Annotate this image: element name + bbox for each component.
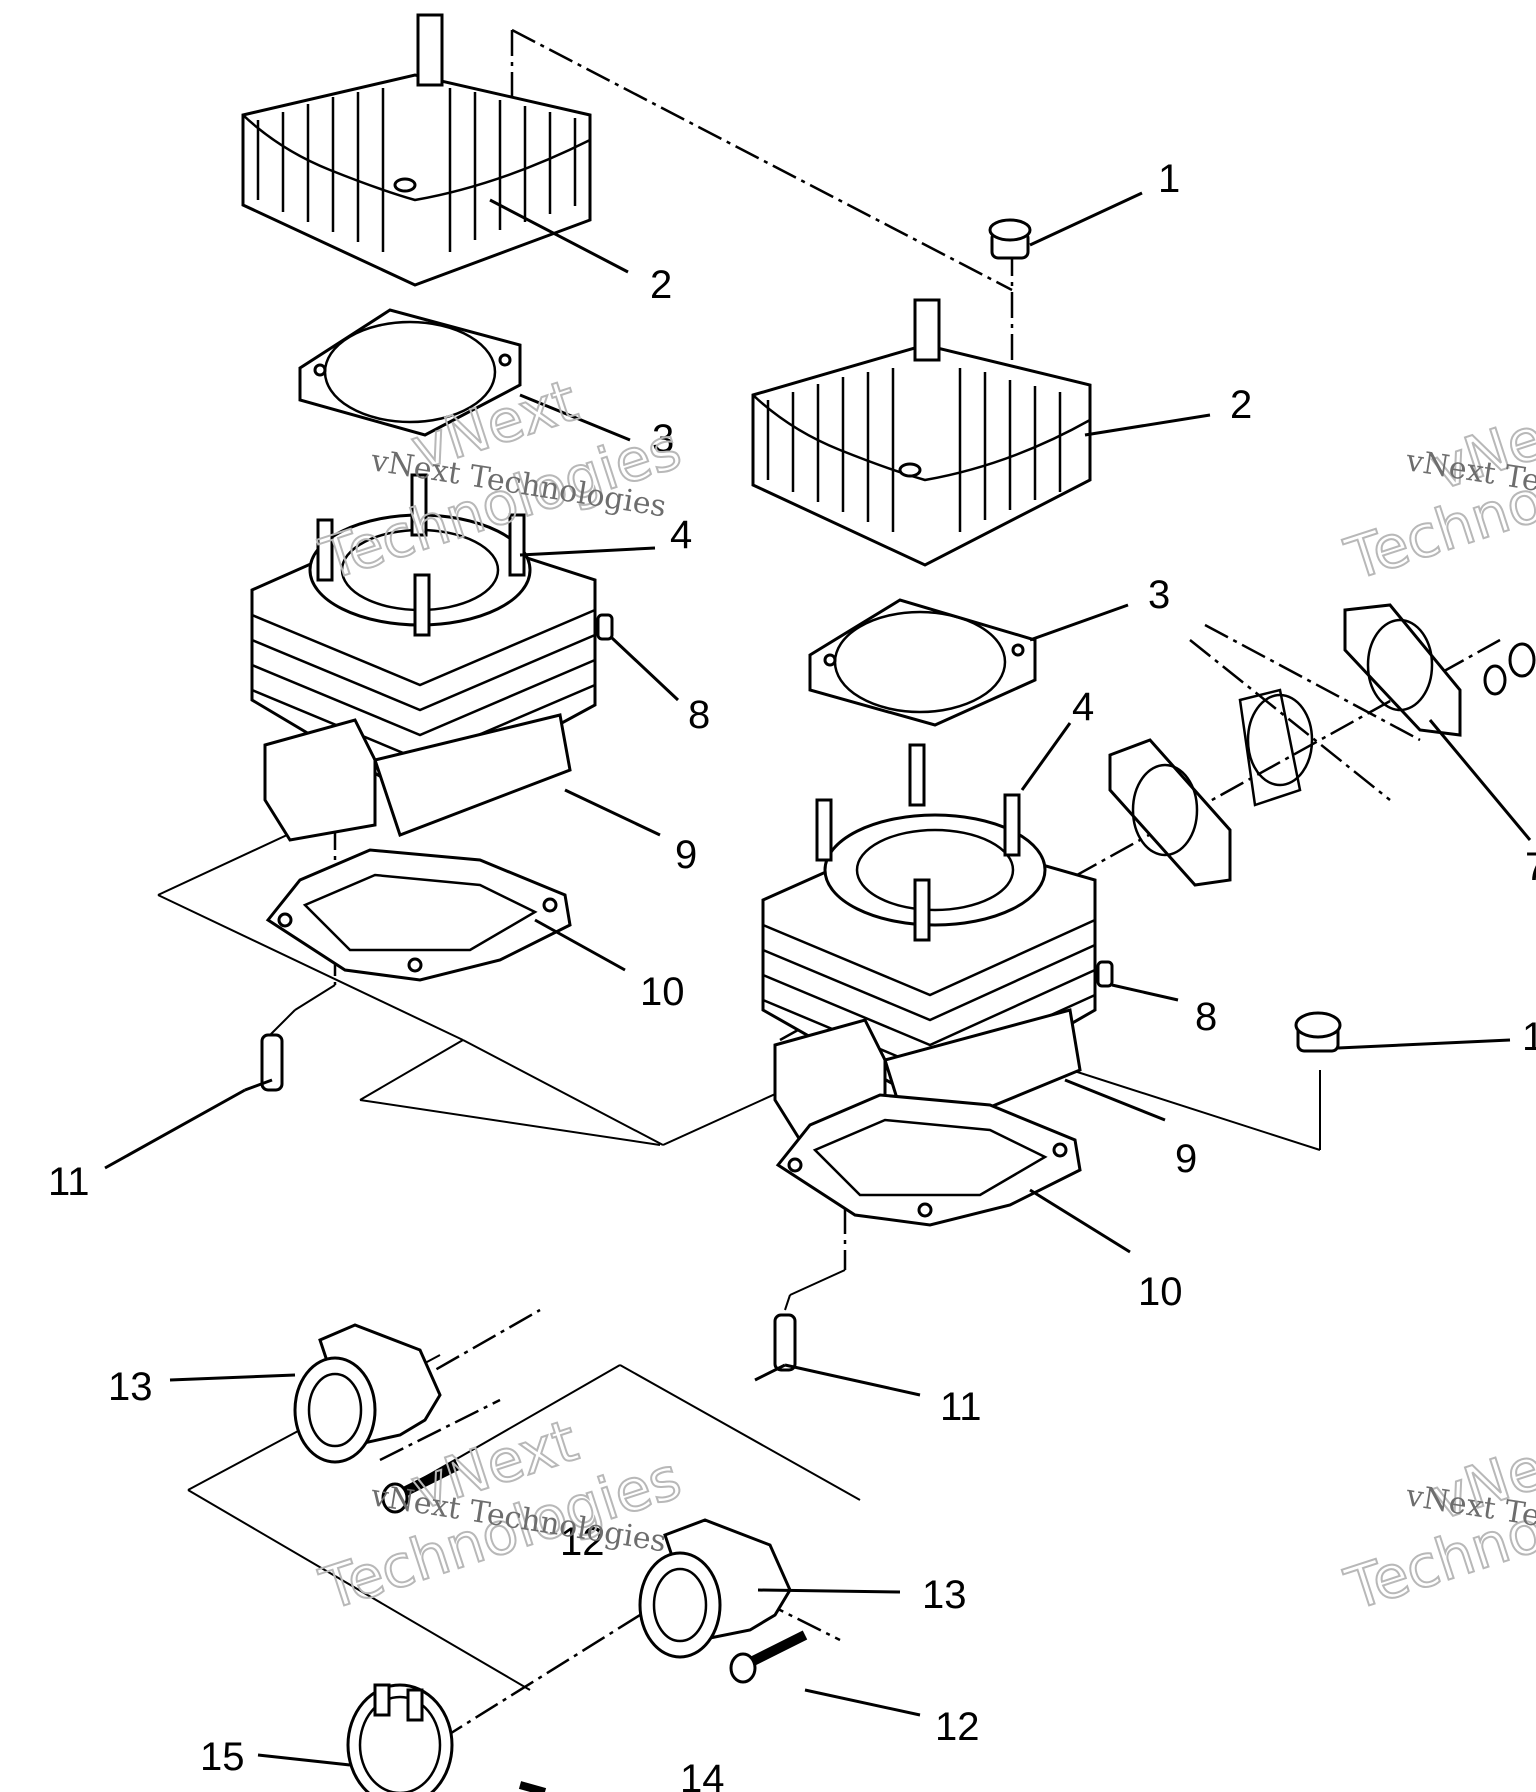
head-gasket-right	[808, 598, 1037, 727]
callout-11-left: 11	[48, 1160, 90, 1204]
screw-left	[381, 1460, 461, 1514]
callout-9-right: 9	[1175, 1137, 1197, 1181]
callout-10-left: 10	[640, 970, 685, 1014]
intake-boot-left	[293, 1323, 442, 1464]
callout-14: 14	[680, 1757, 725, 1792]
hose-clamp	[346, 1683, 454, 1792]
callout-3-right: 3	[1148, 573, 1170, 617]
exhaust-gasket-b	[1238, 688, 1314, 807]
base-gasket-left	[265, 848, 572, 982]
callout-10-right: 10	[1138, 1270, 1183, 1314]
cylinder-left	[250, 473, 614, 842]
screw-right	[729, 1630, 808, 1684]
watermark-top-right: vNext Technologies vNext Technologies	[1336, 385, 1536, 594]
callouts: 1 1 2 2 3 3 4 4 7 8 8 9 9 10 10 11 11 12…	[48, 157, 1536, 1792]
callout-13-left: 13	[108, 1365, 153, 1409]
callout-7: 7	[1525, 845, 1536, 889]
callout-15: 15	[200, 1735, 245, 1779]
exhaust-gasket-c	[1343, 603, 1462, 737]
callout-3-left: 3	[652, 417, 674, 461]
cylinder-head-right	[751, 298, 1092, 567]
callout-12-left: 12	[560, 1520, 605, 1564]
base-gasket-right	[775, 1093, 1082, 1227]
cylinder-head-left	[241, 13, 592, 287]
callout-4-right: 4	[1072, 685, 1094, 729]
callout-1-right: 1	[1522, 1015, 1536, 1059]
callout-1-top: 1	[1158, 157, 1180, 201]
callout-2-left: 2	[650, 263, 672, 307]
fitting-right	[754, 1313, 797, 1382]
fitting-left	[244, 1033, 284, 1092]
exhaust-gasket-a	[1108, 738, 1232, 887]
watermark-bottom-right: vNext Technologies vNext Technologies	[1336, 1415, 1536, 1624]
flange-nut-right	[1294, 1011, 1342, 1053]
intake-boot-right	[638, 1518, 792, 1659]
callout-13-right: 13	[922, 1573, 967, 1617]
callout-12-right: 12	[935, 1705, 980, 1749]
clamp-screw	[518, 1781, 547, 1792]
cylinder-right	[761, 743, 1114, 1143]
washer-nut-right-edge	[1483, 642, 1536, 696]
callout-9-left: 9	[675, 833, 697, 877]
callout-2-right: 2	[1230, 383, 1252, 427]
head-gasket-left	[298, 308, 522, 437]
callout-11-right: 11	[940, 1385, 982, 1429]
callout-8-left: 8	[688, 693, 710, 737]
callout-4-left: 4	[670, 513, 692, 557]
callout-8-right: 8	[1195, 995, 1217, 1039]
flange-nut-top	[988, 218, 1032, 260]
leader-lines	[104, 191, 1532, 1767]
